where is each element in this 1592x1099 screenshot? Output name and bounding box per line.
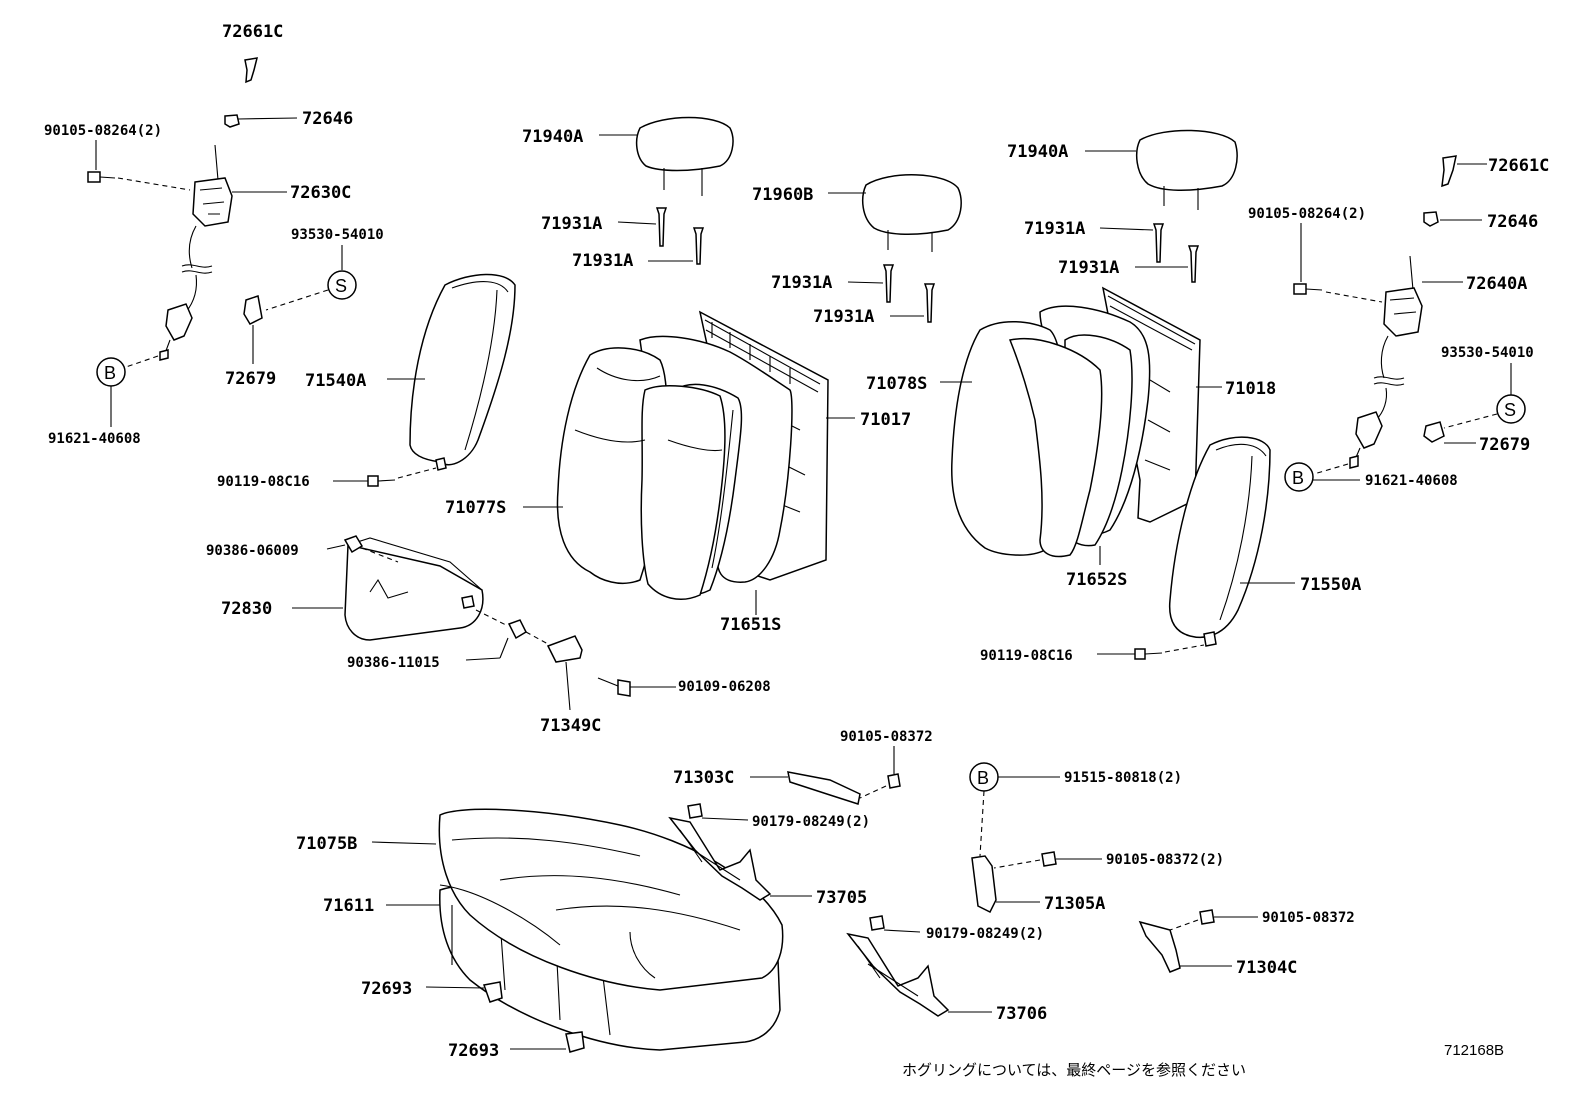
label-71550a: 71550A <box>1300 575 1361 595</box>
label-71017: 71017 <box>860 410 911 430</box>
label-71931a-2: 71931A <box>572 251 633 271</box>
label-91621-40608-left: 91621-40608 <box>48 431 141 447</box>
left-side-armrest-71540a: 71540A 90119-08C16 <box>217 273 516 490</box>
marker-b-center-letter: B <box>977 768 989 788</box>
label-93530-54010-left: 93530-54010 <box>291 227 384 243</box>
diagram-code: 712168B <box>1444 1042 1504 1059</box>
center-armrest-72830: 72830 90386-06009 90386-11015 71349C 901… <box>206 535 771 736</box>
label-90119-08c16-right: 90119-08C16 <box>980 648 1073 664</box>
marker-s-left <box>327 270 357 300</box>
headrest-71960b-center: 71960B 71931A 71931A <box>752 174 962 327</box>
right-seatback-assembly: 71018 71652S 71078S <box>866 286 1276 590</box>
label-71540a: 71540A <box>305 371 366 391</box>
left-seatback-assembly: 71017 71651S 71077S <box>445 310 911 635</box>
label-72646-right: 72646 <box>1487 212 1538 232</box>
label-71940a-left: 71940A <box>522 127 583 147</box>
label-72693-a: 72693 <box>361 979 412 999</box>
label-71652s: 71652S <box>1066 570 1127 590</box>
label-71931a-6: 71931A <box>1058 258 1119 278</box>
label-72693-b: 72693 <box>448 1041 499 1061</box>
label-91621-40608-right: 91621-40608 <box>1365 473 1458 489</box>
label-90119-08c16-left: 90119-08C16 <box>217 474 310 490</box>
label-71651s: 71651S <box>720 615 781 635</box>
footer-hog-ring-note: ホグリングについては、最終ページを参照ください <box>902 1061 1246 1079</box>
label-71305a: 71305A <box>1044 894 1105 914</box>
label-90105-08372-a: 90105-08372 <box>840 729 933 745</box>
label-71304c: 71304C <box>1236 958 1297 978</box>
label-90105-08264-right: 90105-08264(2) <box>1248 206 1366 222</box>
label-71075b: 71075B <box>296 834 357 854</box>
marker-s-left-letter: S <box>335 276 347 296</box>
label-72640a: 72640A <box>1466 274 1527 294</box>
right-lock-assembly: 72661C 90105-08264(2) 72646 72640A B 916… <box>1248 155 1549 492</box>
marker-b-left-letter: B <box>104 363 116 383</box>
label-72646-left: 72646 <box>302 109 353 129</box>
label-90105-08372-c: 90105-08372 <box>1262 910 1355 926</box>
marker-b-right <box>1284 462 1314 492</box>
seat-cushion-assembly: 71611 71075B 72693 72693 <box>296 808 784 1061</box>
label-90386-06009: 90386-06009 <box>206 543 299 559</box>
label-72661c-right: 72661C <box>1488 156 1549 176</box>
label-90105-08264-left: 90105-08264(2) <box>44 123 162 139</box>
label-71931a-1: 71931A <box>541 214 602 234</box>
center-hinges: 71303C 90105-08372 90179-08249(2) 73705 … <box>668 729 1355 1024</box>
label-72679-left: 72679 <box>225 369 276 389</box>
label-90109-06208: 90109-06208 <box>678 679 771 695</box>
label-71931a-5: 71931A <box>1024 219 1085 239</box>
label-93530-54010-right: 93530-54010 <box>1441 345 1534 361</box>
label-72830: 72830 <box>221 599 272 619</box>
marker-s-right <box>1496 394 1526 424</box>
label-71018: 71018 <box>1225 379 1276 399</box>
label-71931a-3: 71931A <box>771 273 832 293</box>
label-90105-08372-b: 90105-08372(2) <box>1106 852 1224 868</box>
right-side-armrest-71550a: 71550A 90119-08C16 <box>980 436 1361 664</box>
label-71931a-4: 71931A <box>813 307 874 327</box>
label-71078s: 71078S <box>866 374 927 394</box>
label-71611: 71611 <box>323 896 374 916</box>
label-71077s: 71077S <box>445 498 506 518</box>
label-72661c-left: 72661C <box>222 22 283 42</box>
left-lock-assembly: 72661C 72646 90105-08264(2) 72630C B 916… <box>44 22 384 447</box>
label-91515-80818: 91515-80818(2) <box>1064 770 1182 786</box>
label-90179-08249-a: 90179-08249(2) <box>752 814 870 830</box>
label-71303c: 71303C <box>673 768 734 788</box>
label-71940a-right: 71940A <box>1007 142 1068 162</box>
label-72630c: 72630C <box>290 183 351 203</box>
label-90179-08249-b: 90179-08249(2) <box>926 926 1044 942</box>
label-72679-right: 72679 <box>1479 435 1530 455</box>
headrest-71940a-right: 71940A 71931A 71931A <box>1007 129 1238 283</box>
label-71960b: 71960B <box>752 185 813 205</box>
label-90386-11015: 90386-11015 <box>347 655 440 671</box>
marker-b-right-letter: B <box>1292 468 1304 488</box>
label-73706: 73706 <box>996 1004 1047 1024</box>
headrest-71940a-left: 71940A 71931A 71931A <box>522 116 734 271</box>
label-73705: 73705 <box>816 888 867 908</box>
marker-s-right-letter: S <box>1504 400 1516 420</box>
label-71349c: 71349C <box>540 716 601 736</box>
